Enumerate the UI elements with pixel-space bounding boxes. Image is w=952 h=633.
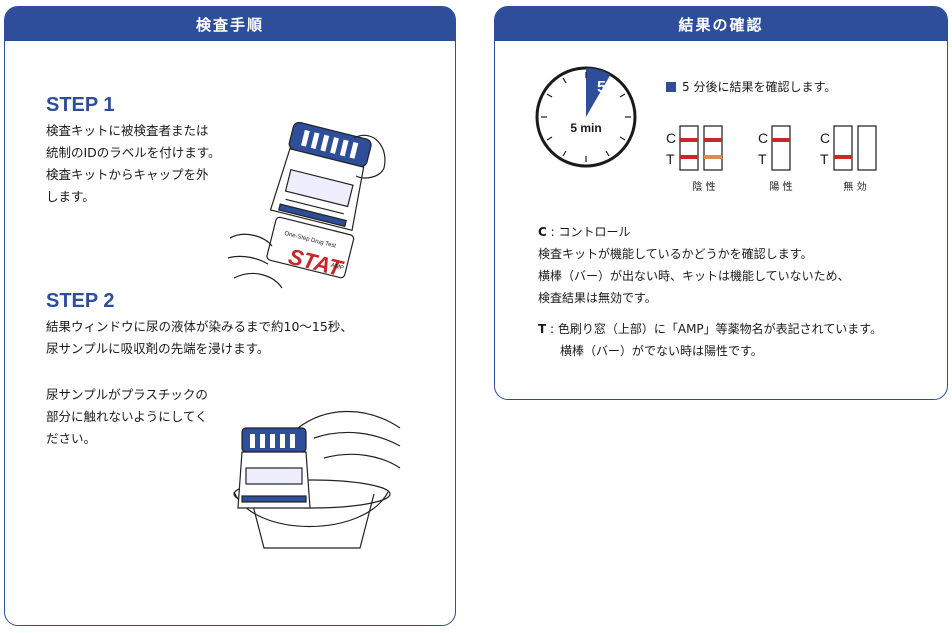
control-sep: :: [546, 225, 559, 239]
step2-note-line: ださい。: [46, 431, 97, 446]
test-sep: :: [546, 322, 558, 336]
strip-c-label: C: [758, 130, 768, 146]
test-title: T : 色刷り窓（上部）に「AMP」等薬物名が表記されています。: [538, 318, 882, 340]
timer-label: 5 min: [570, 121, 601, 135]
control-key: C: [538, 225, 547, 239]
step2-heading: STEP 2: [46, 290, 115, 312]
test-line: 横棒（バー）がでない時は陽性です。: [560, 344, 763, 358]
procedure-panel: 検査手順: [4, 6, 456, 626]
strip-t-label: T: [820, 151, 829, 167]
control-line: 検査結果は無効です。: [538, 291, 657, 305]
result-header: 結果の確認: [495, 7, 947, 41]
step2-line: 結果ウィンドウに尿の液体が染みるまで約10～15秒、: [46, 319, 353, 334]
control-line: 横棒（バー）が出ない時、キットは機能していないため、: [538, 269, 850, 283]
step1-line: します。: [46, 189, 95, 204]
instruction-text: 5 分後に結果を確認します。: [682, 80, 837, 94]
timer-number: 5: [597, 79, 606, 96]
bullet-square-icon: [666, 82, 676, 92]
step2-note-line: 部分に触れないようにしてく: [46, 409, 208, 424]
result-instruction: 5 分後に結果を確認します。: [666, 76, 836, 98]
control-definition: C : コントロール 検査キットが機能しているかどうかを確認します。 横棒（バー…: [538, 221, 850, 309]
strip-c-label: C: [820, 130, 830, 146]
result-strips-diagram: C T C T C T 陰 性 陽 性 無 効: [666, 125, 877, 193]
test-text: 色刷り窓（上部）に「AMP」等薬物名が表記されています。: [557, 322, 883, 336]
test-key: T: [538, 322, 547, 336]
cup-cap-illustration: STAT AMP One-Step Drug Test: [227, 121, 386, 289]
amp-label: AMP: [330, 263, 344, 272]
control-line: 検査キットが機能しているかどうかを確認します。: [538, 247, 813, 261]
result-invalid-label: 無 効: [843, 180, 866, 193]
control-title: C : コントロール: [538, 221, 850, 243]
strip-t-label: T: [758, 151, 767, 167]
step1-text: 検査キットに被検査者または 統制のIDのラベルを付けます。 検査キットからキャッ…: [46, 120, 221, 208]
strip-c-label: C: [666, 130, 676, 146]
test-definition: T : 色刷り窓（上部）に「AMP」等薬物名が表記されています。 横棒（バー）が…: [538, 318, 882, 362]
cup-dip-illustration: [233, 410, 401, 549]
step2-note-line: 尿サンプルがプラスチックの: [46, 387, 208, 402]
result-positive-label: 陽 性: [769, 180, 792, 193]
result-negative-label: 陰 性: [692, 180, 715, 193]
control-text: コントロール: [558, 225, 631, 239]
step1-line: 検査キットからキャップを外: [46, 167, 209, 182]
step1-line: 統制のIDのラベルを付けます。: [46, 145, 221, 160]
step2-note: 尿サンプルがプラスチックの 部分に触れないようにしてく ださい。: [46, 384, 208, 450]
timer-clock-icon: 5 5 min: [535, 66, 637, 168]
step1-line: 検査キットに被検査者または: [46, 123, 209, 138]
step2-line: 尿サンプルに吸収剤の先端を浸けます。: [46, 341, 270, 356]
step1-heading: STEP 1: [46, 94, 115, 116]
strip-t-label: T: [666, 151, 675, 167]
procedure-header: 検査手順: [5, 7, 455, 41]
step2-text: 結果ウィンドウに尿の液体が染みるまで約10～15秒、 尿サンプルに吸収剤の先端を…: [46, 316, 353, 360]
